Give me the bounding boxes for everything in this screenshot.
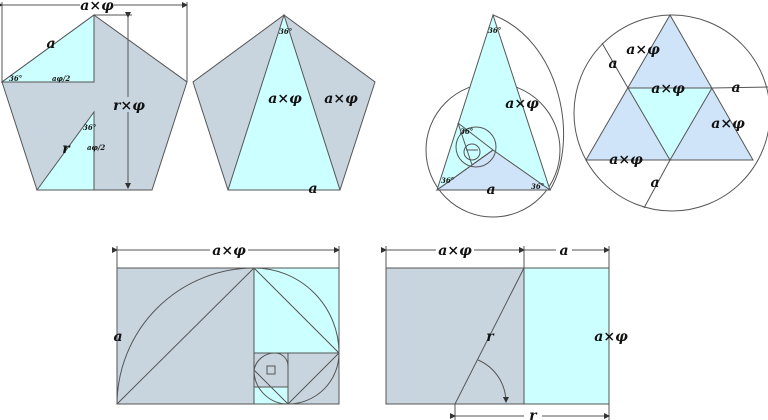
side-label: a×φ	[505, 96, 539, 112]
spiral-arc	[492, 14, 565, 191]
angle-label: 36°	[441, 176, 454, 185]
base-label: a	[308, 181, 317, 197]
radius-line	[454, 267, 525, 405]
label-background	[210, 242, 248, 256]
extension-width-label: a	[559, 243, 568, 259]
square-width-label: a×φ	[438, 243, 472, 259]
lower-right-triangle	[36, 110, 95, 191]
golden-triangle-spiral-panel: 36° 36° 36° 36° a×φ a	[425, 13, 565, 218]
pentagon-golden-triangle-panel: 36° a×φ a×φ a	[192, 13, 376, 197]
diagonal-line	[253, 267, 340, 354]
segment-label: a	[731, 80, 740, 96]
radial-segment	[601, 42, 629, 89]
side-label: a×φ	[651, 81, 685, 97]
height-label: r×φ	[113, 98, 145, 114]
rotation-arc	[477, 359, 509, 403]
sub-rectangle	[253, 386, 289, 405]
inner-triangle	[627, 87, 713, 161]
radius-label: r	[486, 329, 495, 345]
height-label: a×φ	[594, 329, 628, 345]
angle-label: 36°	[9, 74, 22, 83]
side-label: a×φ	[268, 91, 302, 107]
radial-segment	[643, 159, 671, 209]
square	[385, 267, 525, 405]
radius-label: r	[62, 141, 71, 157]
angle-label: 36°	[460, 127, 473, 136]
angle-label: 36°	[531, 182, 544, 191]
golden-triangle	[227, 13, 341, 191]
label-background	[80, 0, 114, 11]
segment-label: a	[608, 56, 617, 72]
extension-rectangle	[523, 267, 610, 405]
diagonal-line	[287, 352, 340, 405]
golden-spiral	[116, 267, 340, 405]
segment-label: a	[650, 175, 659, 191]
side-label: a×φ	[711, 116, 745, 132]
circle-triangle-panel: a×φ a a×φ a a×φ a×φ a	[573, 13, 768, 212]
label-background	[436, 242, 474, 256]
width-label: a×φ	[80, 0, 114, 14]
diagonal-line	[116, 267, 255, 405]
pentagon-dimension-panel: a×φ r×φ a 36° aφ/2 36° aφ/2 r	[0, 0, 188, 191]
angle-label: 36°	[279, 27, 292, 36]
golden-rectangle-construction-panel: a×φ a r a×φ r	[381, 242, 628, 420]
subdivision-line	[457, 122, 494, 151]
subdivision-line	[471, 149, 494, 166]
upper-right-triangle	[0, 14, 95, 83]
subdivision-line	[457, 122, 473, 166]
angle-label: 36°	[83, 123, 96, 132]
golden-rectangle-spiral-panel: a×φ a	[112, 242, 340, 405]
label-background	[556, 242, 572, 256]
angle-label: 36°	[488, 26, 501, 35]
outer-circle	[573, 14, 768, 212]
width-label: a×φ	[212, 243, 246, 259]
side-label: a×φ	[324, 91, 358, 107]
side-label: a×φ	[626, 42, 660, 58]
smallest-circle	[463, 143, 481, 161]
radial-segment	[711, 86, 768, 89]
spiral-center-square	[266, 365, 276, 375]
label-background	[524, 407, 542, 420]
height-label: a	[113, 329, 122, 345]
inner-circle	[455, 126, 497, 168]
label-background	[112, 97, 146, 112]
side-label: a	[46, 36, 55, 52]
half-label: aφ/2	[87, 143, 105, 152]
sub-square	[253, 352, 289, 388]
side-label: a×φ	[609, 152, 643, 168]
diagonal-line	[253, 369, 289, 405]
radius-dimension-label: r	[529, 408, 538, 420]
half-label: aφ/2	[52, 74, 70, 83]
base-label: a	[486, 182, 495, 198]
